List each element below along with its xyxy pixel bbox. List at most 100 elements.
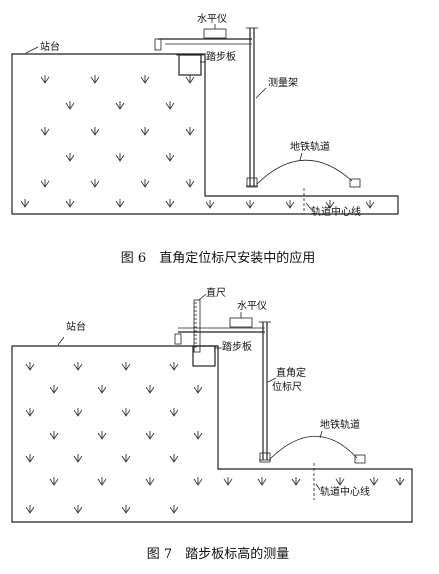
down-arrow-hatch-icon bbox=[90, 179, 100, 188]
rail-left bbox=[259, 452, 271, 463]
down-arrow-hatch-icon bbox=[115, 199, 125, 208]
down-arrow-hatch-icon bbox=[40, 127, 50, 136]
right-angle-ruler-label-1: 直角定 bbox=[276, 366, 306, 379]
track-centerline-leader-line bbox=[315, 483, 321, 491]
down-arrow-hatch-icon bbox=[193, 385, 203, 394]
down-arrow-hatch-icon bbox=[369, 477, 379, 486]
figure-7: 站台 直尺 水平仪 踏步板 直角定 位标尺 地铁轨道 bbox=[0, 282, 439, 574]
down-arrow-hatch-icon bbox=[165, 199, 175, 208]
right-angle-ruler-label-2: 位标尺 bbox=[272, 380, 302, 393]
rail-left bbox=[246, 177, 258, 188]
down-arrow-hatch-icon bbox=[140, 127, 150, 136]
down-arrow-hatch-icon bbox=[90, 127, 100, 136]
figure-7-caption: 图 7 踏步板标高的测量 bbox=[147, 546, 289, 562]
figure-7-diagram: 站台 直尺 水平仪 踏步板 直角定 位标尺 地铁轨道 bbox=[11, 286, 413, 562]
level-label: 水平仪 bbox=[197, 13, 227, 25]
down-arrow-hatch-icon bbox=[115, 153, 125, 162]
step-board bbox=[178, 54, 202, 76]
track-centerline-leader-line bbox=[305, 202, 313, 211]
down-arrow-hatch-icon bbox=[185, 179, 195, 188]
straight-ruler-ticks bbox=[194, 302, 197, 348]
down-arrow-hatch-icon bbox=[97, 477, 107, 486]
down-arrow-hatch-icon bbox=[73, 408, 83, 417]
down-arrow-hatch-icon bbox=[121, 408, 131, 417]
down-arrow-hatch-icon bbox=[65, 199, 75, 208]
track-centerline-label: 轨道中心线 bbox=[311, 205, 361, 218]
down-arrow-hatch-icon bbox=[193, 477, 203, 486]
down-arrow-hatch-icon bbox=[73, 505, 83, 514]
down-arrow-hatch-icon bbox=[121, 454, 131, 463]
straight-ruler-label: 直尺 bbox=[206, 286, 226, 299]
metro-track-label: 地铁轨道 bbox=[290, 140, 330, 153]
bracket-clamp bbox=[154, 38, 162, 51]
level-label: 水平仪 bbox=[237, 300, 267, 312]
right-angle-ruler-leader-line bbox=[267, 377, 277, 383]
down-arrow-hatch-icon bbox=[165, 101, 175, 110]
platform-label: 站台 bbox=[40, 40, 60, 53]
down-arrow-hatch-icon bbox=[20, 199, 30, 208]
metro-track-label: 地铁轨道 bbox=[320, 418, 360, 431]
down-arrow-hatch-icon bbox=[395, 477, 405, 486]
metro-track-leader-line bbox=[299, 152, 303, 161]
down-arrow-hatch-icon bbox=[285, 200, 295, 209]
down-arrow-hatch-icon bbox=[25, 362, 35, 371]
level-instrument bbox=[203, 28, 227, 39]
down-arrow-hatch-icon bbox=[169, 454, 179, 463]
down-arrow-hatch-icon bbox=[185, 75, 195, 84]
down-arrow-hatch-icon bbox=[145, 477, 155, 486]
down-arrow-hatch-icon bbox=[97, 431, 107, 440]
down-arrow-hatch-icon bbox=[25, 505, 35, 514]
down-arrow-hatch-icon bbox=[257, 477, 267, 486]
down-arrow-hatch-icon bbox=[291, 477, 301, 486]
down-arrow-hatch-icon bbox=[325, 200, 335, 209]
platform-leader-line bbox=[57, 336, 65, 346]
down-arrow-hatch-icon bbox=[169, 408, 179, 417]
level-instrument bbox=[229, 317, 253, 328]
platform-label: 站台 bbox=[66, 320, 86, 333]
step-board-label: 踏步板 bbox=[206, 50, 236, 63]
figure-6: 站台 水平仪 踏步板 测量架 地铁轨道 轨道中心线 图 6 直角定位标尺安装中的 bbox=[0, 0, 439, 282]
measuring-frame-leader-line bbox=[255, 87, 267, 99]
down-arrow-hatch-icon bbox=[25, 408, 35, 417]
track-profile bbox=[269, 435, 358, 460]
down-arrow-hatch-icon bbox=[73, 362, 83, 371]
down-arrow-hatch-icon bbox=[193, 431, 203, 440]
down-arrow-hatch-icon bbox=[115, 101, 125, 110]
down-arrow-hatch-icon bbox=[245, 200, 255, 209]
down-arrow-hatch-icon bbox=[49, 385, 59, 394]
down-arrow-hatch-icon bbox=[65, 101, 75, 110]
down-arrow-hatch-icon bbox=[49, 431, 59, 440]
down-arrow-hatch-icon bbox=[145, 431, 155, 440]
figure-6-caption: 图 6 直角定位标尺安装中的应用 bbox=[121, 250, 315, 266]
rail-right bbox=[354, 454, 366, 464]
figure-6-diagram: 站台 水平仪 踏步板 测量架 地铁轨道 轨道中心线 图 6 直角定位标尺安装中的 bbox=[11, 13, 399, 266]
platform-block bbox=[11, 53, 399, 215]
metro-track-leader-line bbox=[319, 430, 323, 439]
down-arrow-hatch-icon bbox=[365, 200, 375, 209]
down-arrow-hatch-icon bbox=[169, 505, 179, 514]
down-arrow-hatch-icon bbox=[40, 179, 50, 188]
track-centerline-label: 轨道中心线 bbox=[320, 485, 370, 498]
down-arrow-hatch-icon bbox=[165, 153, 175, 162]
down-arrow-hatch-icon bbox=[223, 477, 233, 486]
bracket-clamp bbox=[174, 333, 182, 345]
down-arrow-hatch-icon bbox=[205, 200, 215, 209]
down-arrow-hatch-icon bbox=[40, 75, 50, 84]
step-board-label: 踏步板 bbox=[222, 340, 252, 353]
down-arrow-hatch-icon bbox=[73, 454, 83, 463]
down-arrow-hatch-icon bbox=[121, 362, 131, 371]
straight-ruler-leader-line bbox=[198, 293, 207, 301]
measuring-frame-label: 测量架 bbox=[268, 76, 298, 89]
down-arrow-hatch-icon bbox=[97, 385, 107, 394]
down-arrow-hatch-icon bbox=[169, 362, 179, 371]
down-arrow-hatch-icon bbox=[90, 75, 100, 84]
straight-ruler bbox=[193, 299, 201, 353]
down-arrow-hatch-icon bbox=[145, 385, 155, 394]
down-arrow-hatch-icon bbox=[121, 505, 131, 514]
step-board bbox=[192, 345, 216, 367]
platform-fill-hatch bbox=[20, 75, 375, 209]
down-arrow-hatch-icon bbox=[140, 75, 150, 84]
platform-fill-hatch bbox=[25, 362, 405, 514]
platform-leader-line bbox=[25, 46, 39, 54]
down-arrow-hatch-icon bbox=[49, 477, 59, 486]
